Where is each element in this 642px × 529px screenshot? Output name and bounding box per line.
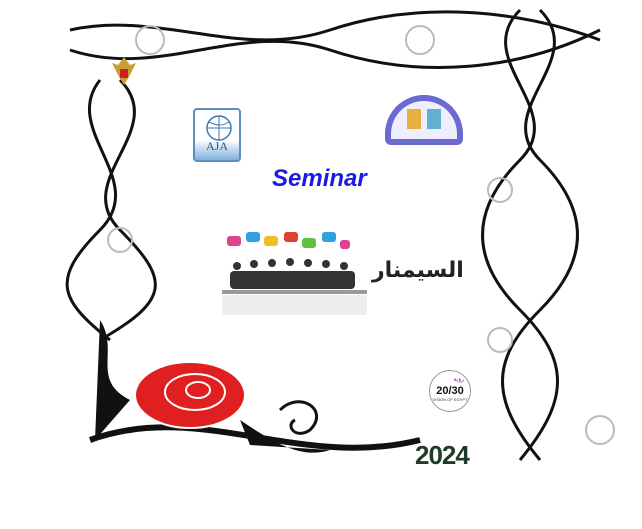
vision-subtitle: VISION OF EGYPT bbox=[432, 397, 468, 402]
seminar-meeting-illustration bbox=[222, 232, 367, 315]
egypt-eagle-emblem bbox=[110, 55, 138, 87]
vision-arabic-text: رؤية bbox=[453, 377, 464, 383]
people-icon bbox=[230, 258, 355, 289]
arabic-title: السيمنار bbox=[372, 258, 464, 283]
globe-icon bbox=[206, 115, 232, 141]
year-label: 2024 bbox=[415, 440, 470, 470]
aja-logo: AJA bbox=[193, 108, 241, 162]
page-title: Seminar bbox=[272, 165, 367, 192]
left-vine bbox=[65, 79, 117, 342]
right-vine bbox=[481, 8, 559, 461]
speech-bubbles-icon bbox=[227, 232, 350, 249]
rose bbox=[134, 361, 246, 429]
university-logo bbox=[385, 95, 463, 145]
egypt-vision-2030-logo: رؤية 20/30 VISION OF EGYPT bbox=[429, 370, 471, 412]
vision-number: 20/30 bbox=[436, 385, 464, 397]
leaf bbox=[95, 320, 130, 440]
aja-logo-text: AJA bbox=[205, 139, 228, 153]
top-swirl bbox=[69, 10, 601, 42]
